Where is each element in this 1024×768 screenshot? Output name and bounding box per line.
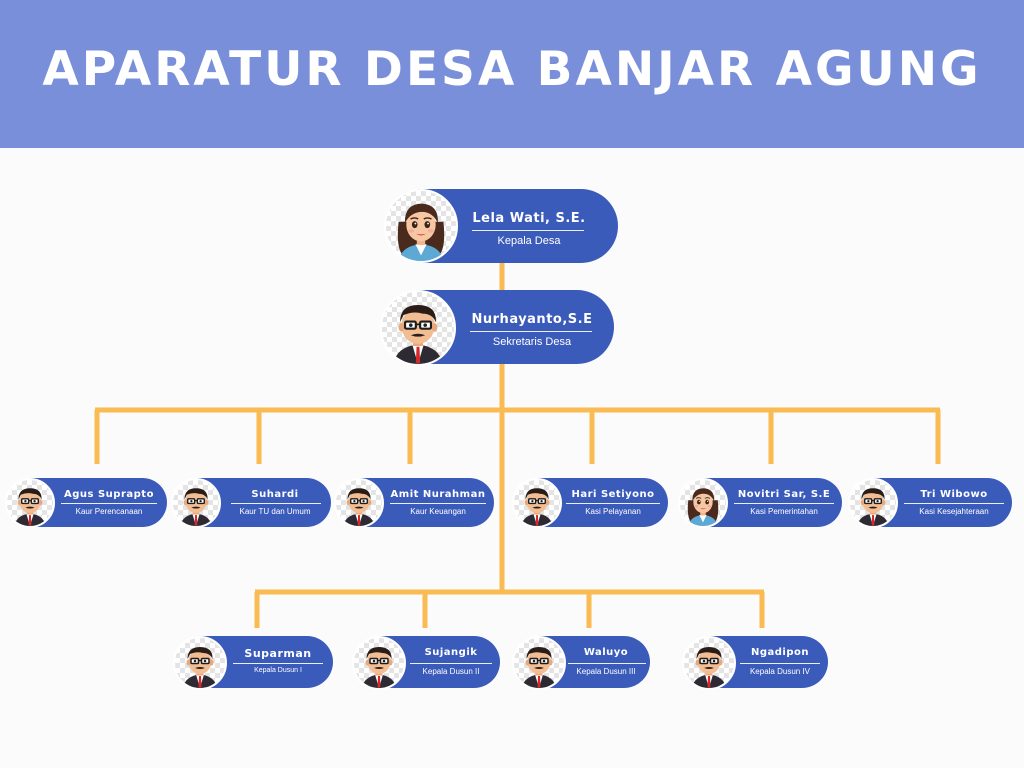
- male-avatar-icon: [512, 478, 562, 528]
- node-staff-6: Tri Wibowo Kasi Kesejahteraan: [848, 478, 1014, 528]
- node-name: Agus Suprapto: [64, 489, 154, 500]
- male-avatar-icon: [334, 478, 384, 528]
- node-staff-2: Suhardi Kaur TU dan Umum: [171, 478, 333, 528]
- male-avatar-icon: [171, 478, 221, 528]
- node-staff-4: Hari Setiyono Kasi Pelayanan: [512, 478, 670, 528]
- node-staff-5: Novitri Sar, S.E Kasi Pemerintahan: [678, 478, 844, 528]
- male-avatar-icon: [848, 478, 898, 528]
- node-name: Suparman: [244, 647, 312, 660]
- node-role: Kaur Perencanaan: [75, 507, 143, 516]
- male-avatar-icon: [173, 636, 227, 690]
- node-role: Sekretaris Desa: [492, 336, 572, 348]
- node-name: Nurhayanto,S.E: [471, 312, 593, 327]
- node-role: Kepala Dusun II: [422, 667, 480, 676]
- page-title: APARATUR DESA BANJAR AGUNG: [42, 42, 982, 97]
- node-role: Kasi Kesejahteraan: [919, 507, 989, 516]
- node-name: Hari Setiyono: [571, 489, 655, 500]
- node-role: Kasi Pelayanan: [585, 507, 641, 516]
- node-dusun-1: Suparman Kepala Dusun I: [173, 636, 335, 690]
- male-avatar-icon: [352, 636, 406, 690]
- node-name: Tri Wibowo: [920, 489, 988, 500]
- node-role: Kepala Dusun IV: [749, 667, 811, 676]
- node-kepala-desa: Lela Wati, S.E. Kepala Desa: [384, 189, 620, 265]
- node-role: Kepala Dusun III: [576, 667, 636, 676]
- female-avatar-icon: [384, 189, 458, 263]
- male-avatar-icon: [380, 290, 456, 366]
- node-role: Kepala Desa: [497, 235, 561, 247]
- node-dusun-3: Waluyo Kepala Dusun III: [512, 636, 652, 690]
- header-banner: APARATUR DESA BANJAR AGUNG: [0, 0, 1024, 148]
- node-name: Waluyo: [583, 647, 629, 658]
- node-name: Lela Wati, S.E.: [472, 211, 586, 226]
- node-role: Kaur Keuangan: [410, 507, 466, 516]
- node-role: Kaur TU dan Umum: [239, 507, 311, 516]
- node-role: Kasi Pemerintahan: [750, 507, 818, 516]
- node-name: Amit Nurahman: [390, 489, 486, 500]
- female-avatar-icon: [678, 478, 728, 528]
- male-avatar-icon: [682, 636, 736, 690]
- node-staff-1: Agus Suprapto Kaur Perencanaan: [5, 478, 167, 528]
- node-name: Sujangik: [424, 647, 478, 658]
- node-dusun-4: Ngadipon Kepala Dusun IV: [682, 636, 830, 690]
- male-avatar-icon: [512, 636, 566, 690]
- node-dusun-2: Sujangik Kepala Dusun II: [352, 636, 502, 690]
- node-role: Kepala Dusun I: [254, 667, 302, 674]
- node-name: Ngadipon: [750, 647, 809, 658]
- node-name: Novitri Sar, S.E: [737, 489, 831, 500]
- male-avatar-icon: [5, 478, 55, 528]
- node-staff-3: Amit Nurahman Kaur Keuangan: [334, 478, 496, 528]
- node-name: Suhardi: [251, 489, 299, 500]
- node-sekretaris-desa: Nurhayanto,S.E Sekretaris Desa: [380, 290, 616, 366]
